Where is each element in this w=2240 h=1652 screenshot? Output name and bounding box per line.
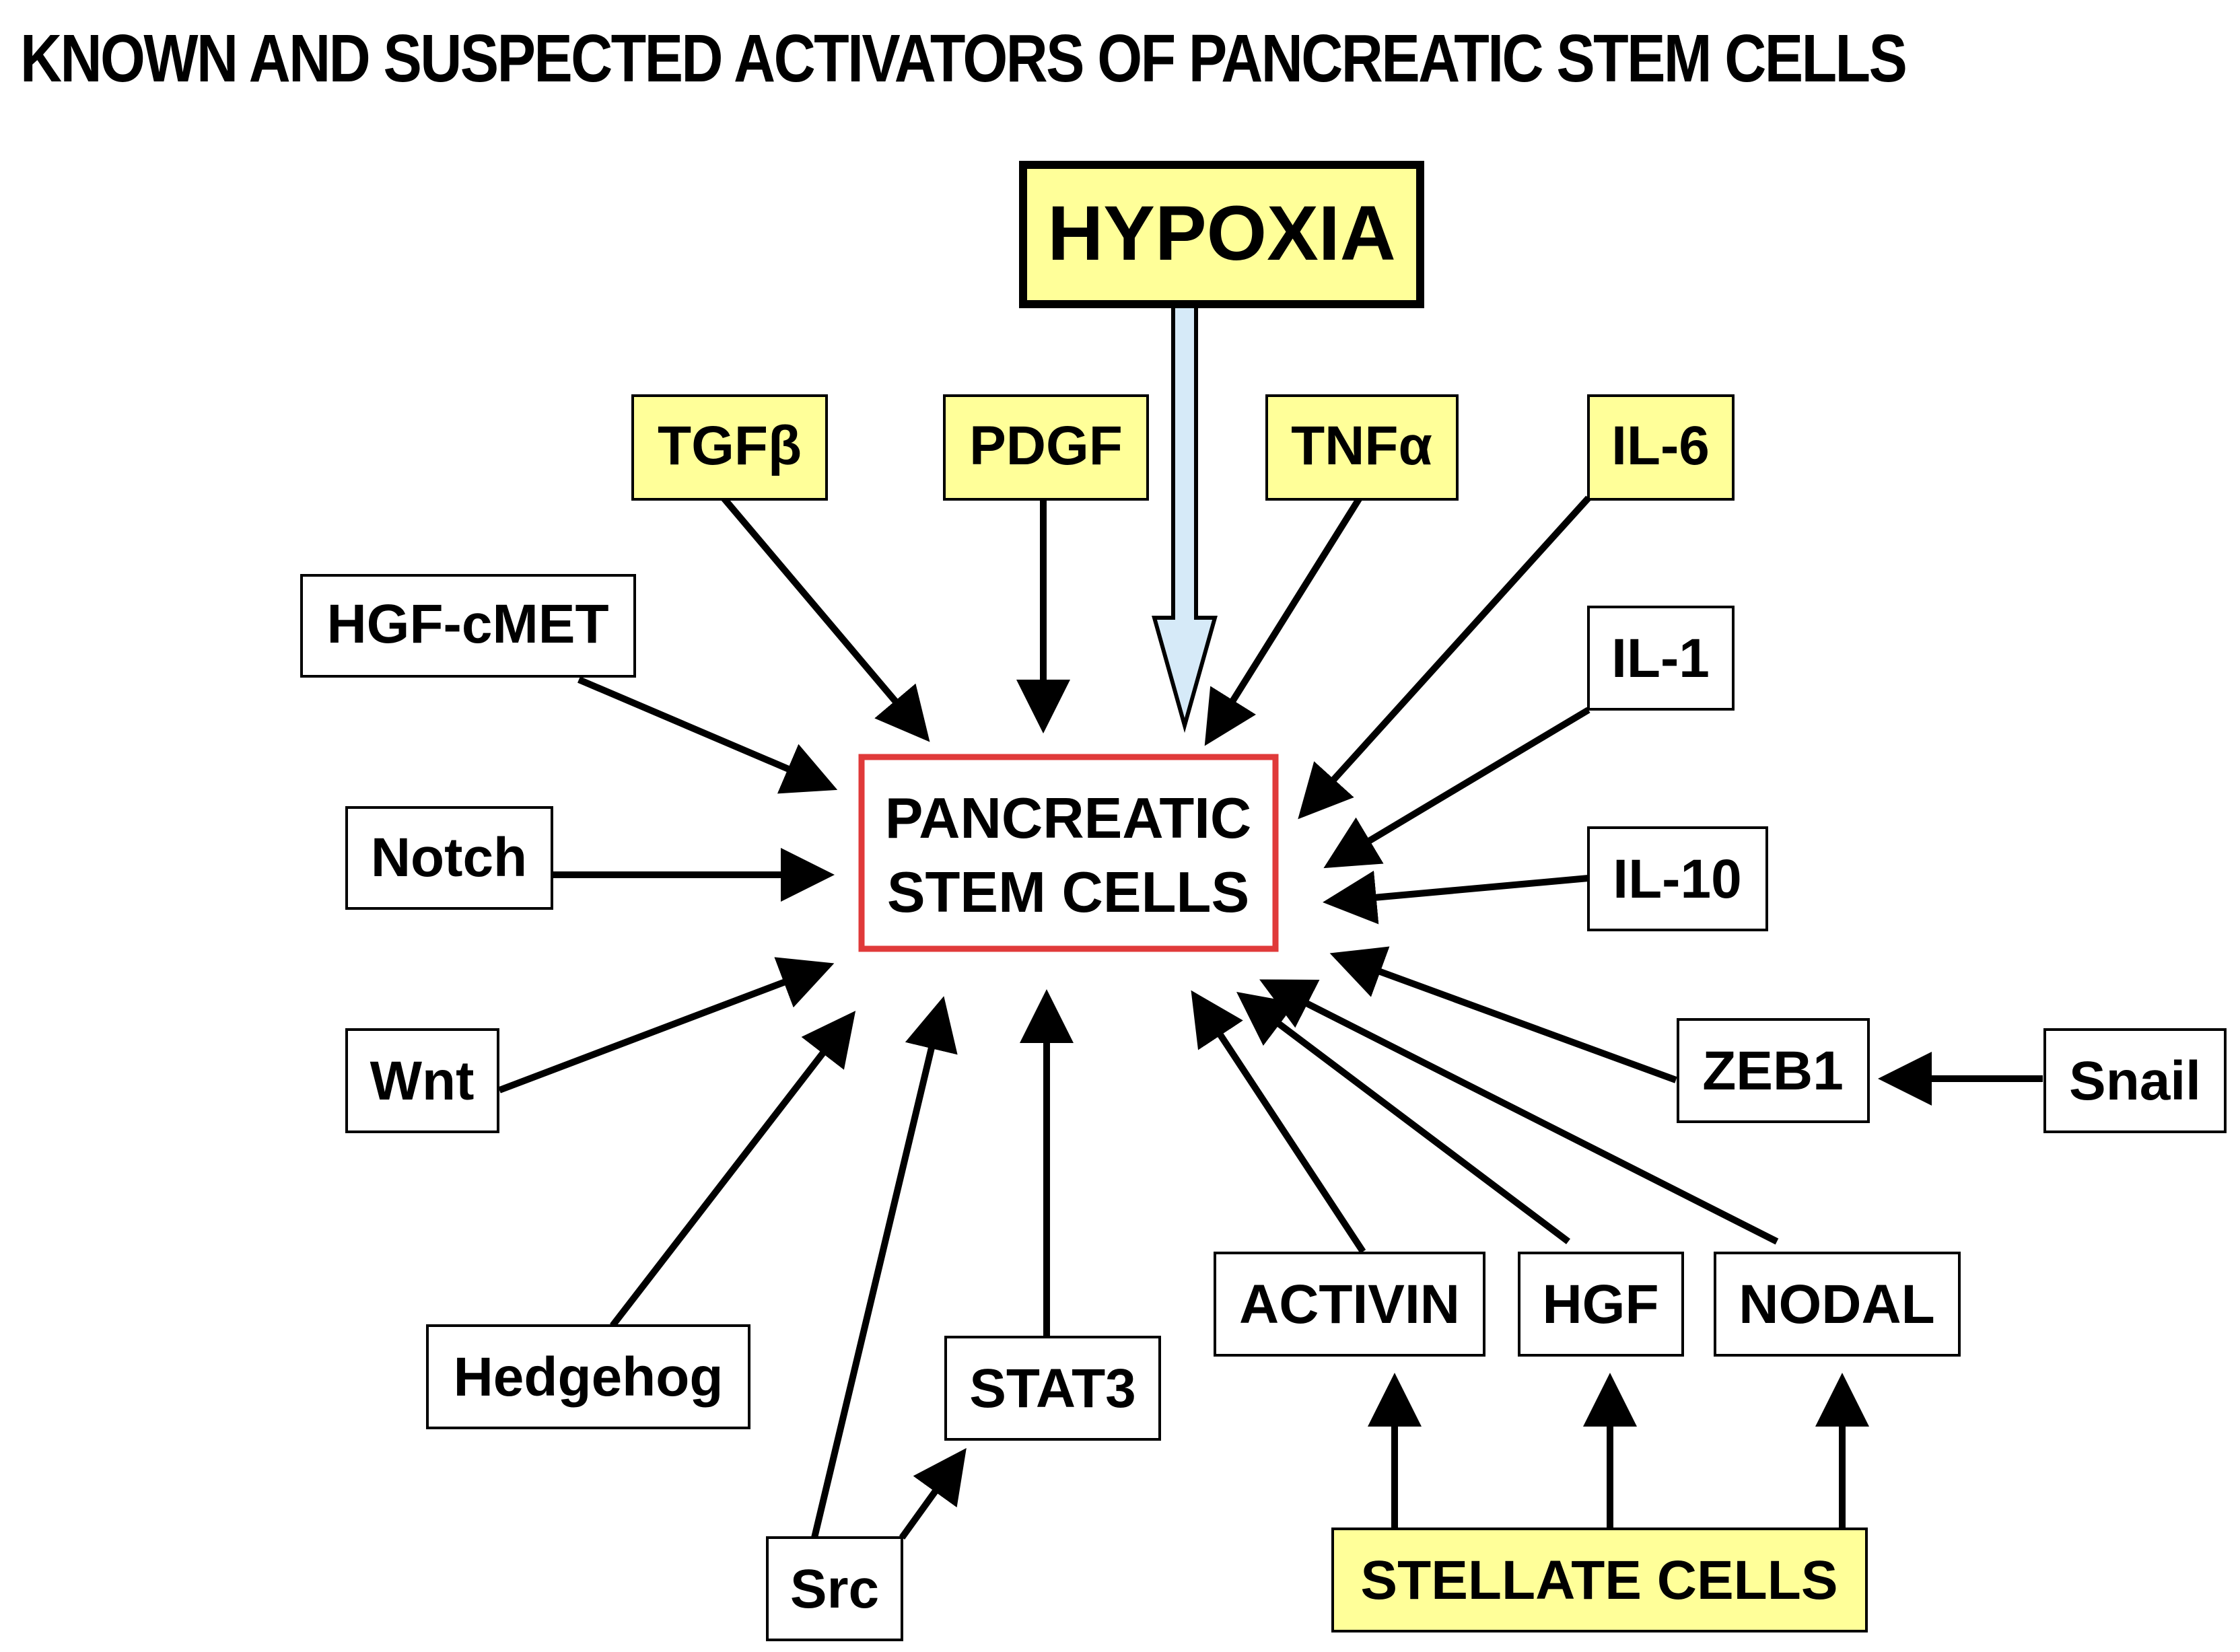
node-hgf: HGF — [1518, 1252, 1684, 1357]
node-il1-label: IL-1 — [1611, 628, 1710, 689]
node-il6-label: IL-6 — [1611, 415, 1710, 476]
arrow-tgfb-to-center — [721, 495, 930, 742]
arrow-wnt-to-center — [498, 957, 835, 1093]
arrow-nodal-to-center — [1259, 979, 1779, 1245]
node-il6: IL-6 — [1587, 394, 1735, 501]
arrow-src-to-center — [811, 996, 958, 1539]
node-hgf-cmet-label: HGF-cMET — [326, 594, 608, 655]
node-snail: Snail — [2043, 1028, 2227, 1133]
node-pdgf-label: PDGF — [969, 415, 1123, 476]
arrow-activin-to-center — [1191, 990, 1366, 1254]
node-src-label: Src — [790, 1558, 879, 1620]
node-stat3-label: STAT3 — [969, 1358, 1136, 1419]
center-label-line2: STEM CELLS — [887, 861, 1249, 925]
node-hgf-cmet: HGF-cMET — [300, 574, 636, 678]
arrow-hypoxia-to-center — [1152, 297, 1218, 733]
node-src: Src — [766, 1536, 903, 1641]
node-pdgf: PDGF — [943, 394, 1149, 501]
node-il10-label: IL-10 — [1613, 849, 1741, 910]
node-nodal: NODAL — [1714, 1252, 1961, 1357]
node-stellate-label: STELLATE CELLS — [1360, 1550, 1838, 1611]
node-hedgehog-label: Hedgehog — [454, 1346, 724, 1408]
node-hedgehog: Hedgehog — [426, 1324, 750, 1429]
node-tnfa-label: TNFα — [1291, 415, 1432, 476]
node-tgfb-label: TGFβ — [658, 415, 802, 476]
node-stellate-cells: STELLATE CELLS — [1331, 1528, 1868, 1632]
node-wnt: Wnt — [345, 1028, 499, 1133]
diagram-title: KNOWN AND SUSPECTED ACTIVATORS OF PANCRE… — [20, 21, 1908, 96]
node-activin-label: ACTIVIN — [1239, 1274, 1460, 1335]
node-nodal-label: NODAL — [1739, 1274, 1935, 1335]
node-tnfa: TNFα — [1265, 394, 1459, 501]
center-label-line1: PANCREATIC — [885, 787, 1252, 851]
node-snail-label: Snail — [2069, 1050, 2201, 1112]
arrow-hgf-to-center — [1236, 991, 1571, 1244]
arrow-il1-to-center — [1323, 707, 1590, 869]
arrow-hedgehog-to-center — [610, 1011, 856, 1328]
node-wnt-label: Wnt — [370, 1050, 475, 1112]
node-notch: Notch — [345, 806, 553, 910]
node-il1: IL-1 — [1587, 606, 1735, 711]
arrow-zeb1-to-center — [1329, 946, 1677, 1083]
node-center-pancreatic-stem-cells: PANCREATIC STEM CELLS — [858, 754, 1279, 952]
node-hypoxia: HYPOXIA — [1019, 161, 1424, 308]
node-tgfb: TGFβ — [631, 394, 828, 501]
node-zeb1-label: ZEB1 — [1702, 1040, 1844, 1102]
arrows — [498, 495, 2043, 1540]
node-hypoxia-label: HYPOXIA — [1047, 190, 1396, 277]
node-stat3: STAT3 — [944, 1336, 1161, 1441]
node-zeb1: ZEB1 — [1677, 1018, 1870, 1123]
arrow-hgf-cmet-to-center — [578, 676, 838, 794]
arrow-src-to-stat3 — [899, 1447, 967, 1540]
node-activin: ACTIVIN — [1214, 1252, 1485, 1357]
node-hgf-label: HGF — [1542, 1274, 1658, 1335]
node-notch-label: Notch — [371, 827, 527, 888]
node-il10: IL-10 — [1587, 826, 1768, 931]
arrow-il6-to-center — [1298, 495, 1591, 820]
arrow-tnfa-to-center — [1204, 496, 1363, 746]
arrow-il10-to-center — [1323, 870, 1589, 925]
